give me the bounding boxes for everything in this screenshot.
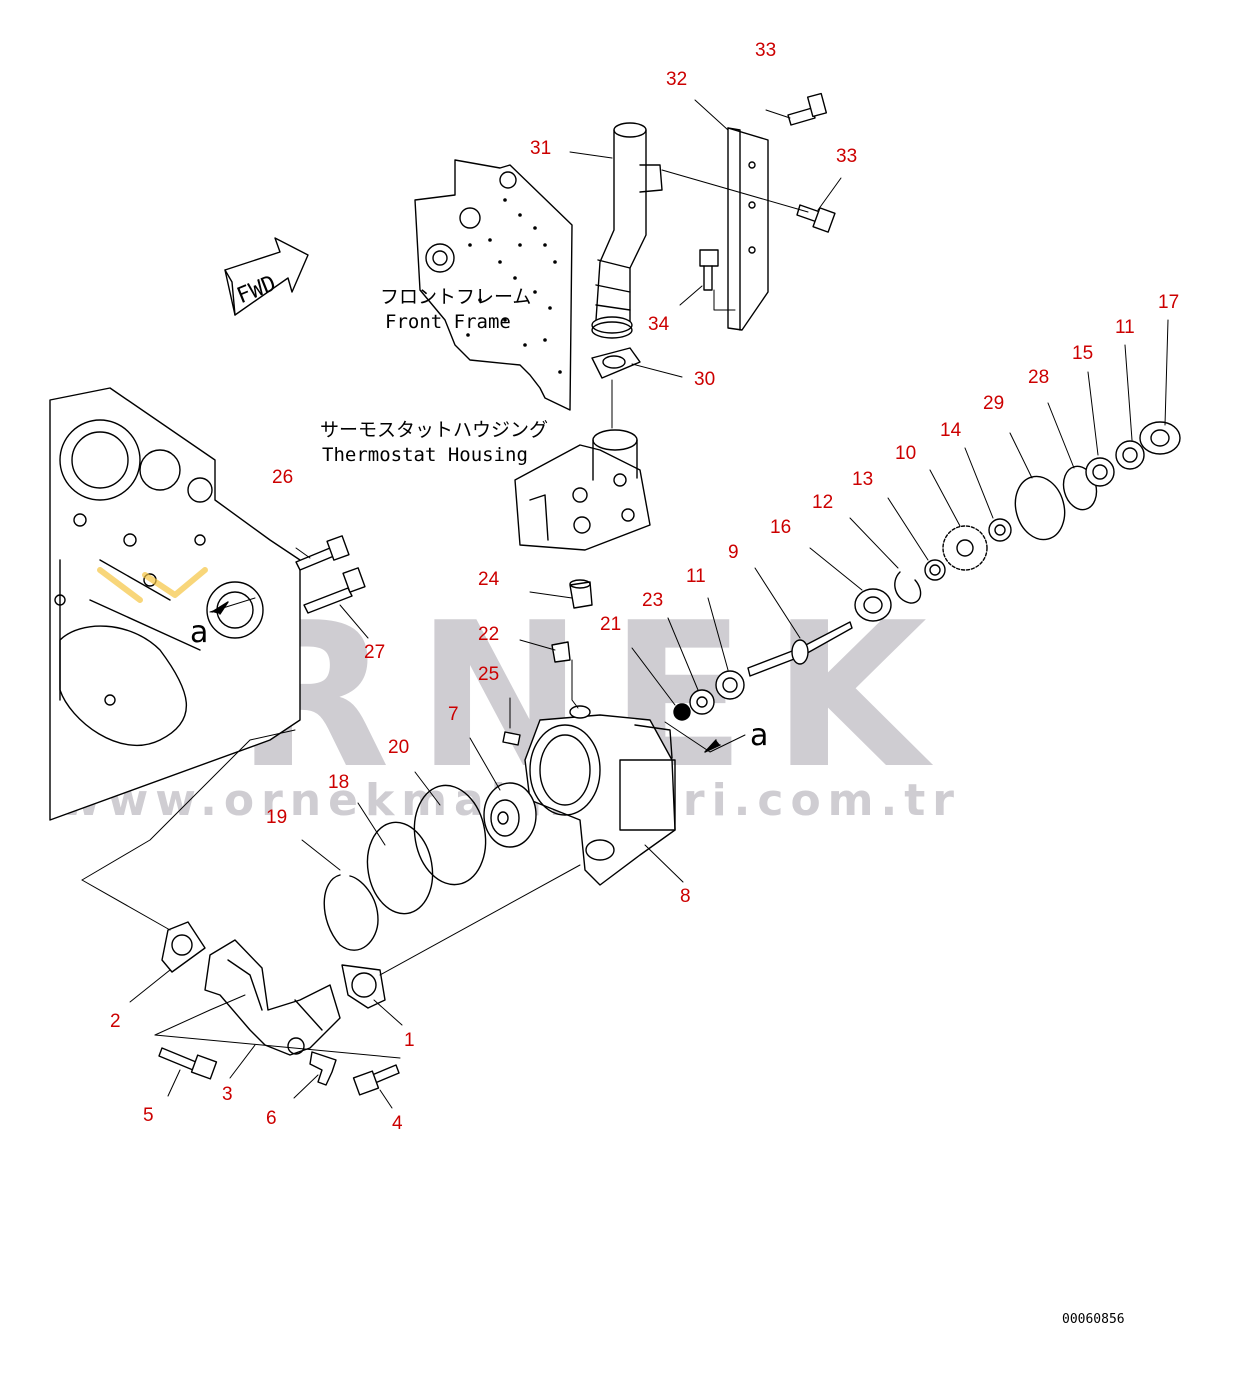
gasket-30 [591, 347, 641, 379]
thermostat-label-jp: サーモスタットハウジング [320, 419, 548, 441]
leader-lines [81, 99, 1169, 1109]
callout-23: 23 [642, 590, 663, 611]
spacer-13 [924, 559, 946, 581]
thermostat-label-en: Thermostat Housing [322, 444, 528, 466]
callout-24: 24 [478, 569, 500, 590]
collar-14 [988, 518, 1012, 542]
seal-11-upper [1115, 440, 1145, 470]
callout-numbers: 33 32 33 31 34 30 17 11 15 28 29 14 10 1… [110, 40, 1179, 1134]
snap-ring-12 [894, 571, 922, 604]
callout-14: 14 [940, 420, 962, 441]
front-frame-plate [414, 159, 573, 411]
callout-29: 29 [983, 393, 1004, 414]
callout-25: 25 [478, 664, 499, 685]
bolts-26-27 [295, 535, 366, 614]
seal-21 [673, 703, 691, 721]
front-frame-label-en: Front Frame [385, 311, 511, 333]
plug-24 [569, 579, 593, 609]
impeller-7 [483, 782, 537, 848]
view-marker-a: a [750, 718, 768, 753]
callout-2: 2 [110, 1011, 121, 1032]
gasket-2 [161, 921, 206, 973]
callout-30: 30 [694, 369, 715, 390]
captions: FWD フロントフレーム Front Frame サーモスタットハウジング Th… [190, 271, 1125, 1327]
callout-18: 18 [328, 772, 349, 793]
cap-17 [1139, 421, 1181, 455]
callout-4: 4 [392, 1113, 403, 1134]
callout-26: 26 [272, 467, 293, 488]
bolt-4 [352, 1064, 400, 1096]
callout-31: 31 [530, 138, 551, 159]
front-frame-label-jp: フロントフレーム [380, 286, 531, 308]
callout-32: 32 [666, 69, 687, 90]
seal-11-lower [715, 670, 745, 700]
callout-10: 10 [895, 443, 916, 464]
bearing-16 [854, 588, 892, 622]
callout-13: 13 [852, 469, 873, 490]
view-marker-a-2: a [190, 615, 208, 650]
callout-21: 21 [600, 614, 621, 635]
o-rings [323, 784, 487, 951]
bolt-5 [158, 1047, 218, 1080]
fitting-22 [551, 641, 571, 663]
callout-28: 28 [1028, 367, 1049, 388]
gear-10 [942, 525, 988, 571]
view-arrow-a-2 [211, 601, 229, 615]
bearing-15 [1085, 457, 1115, 487]
elbow-pipe-3 [204, 939, 341, 1056]
bolts-33-34 [699, 92, 836, 291]
callout-7: 7 [448, 704, 459, 725]
engine-block [49, 387, 301, 821]
plug-25 [502, 731, 521, 746]
elbow-fitting-6 [309, 1051, 337, 1086]
fwd-arrow [224, 237, 309, 316]
callout-34: 34 [648, 314, 670, 335]
seal-23 [689, 689, 715, 715]
callout-3: 3 [222, 1084, 233, 1105]
gasket-1 [341, 964, 386, 1009]
water-pipe-31 [591, 122, 663, 339]
callout-5: 5 [143, 1105, 154, 1126]
callout-17: 17 [1158, 292, 1179, 313]
callout-6: 6 [266, 1108, 277, 1129]
callout-16: 16 [770, 517, 791, 538]
callout-22: 22 [478, 624, 499, 645]
callout-33-top: 33 [755, 40, 776, 61]
callout-27: 27 [364, 642, 385, 663]
view-arrow-a [704, 739, 721, 753]
callout-20: 20 [388, 737, 409, 758]
callout-9: 9 [728, 542, 739, 563]
callout-19: 19 [266, 807, 287, 828]
shaft-9 [747, 621, 853, 677]
callout-11-lower: 11 [686, 566, 706, 587]
callout-15: 15 [1072, 343, 1093, 364]
callout-12: 12 [812, 492, 833, 513]
drawing-number: 00060856 [1062, 1312, 1125, 1327]
callout-11-upper: 11 [1115, 317, 1135, 338]
callout-1: 1 [404, 1030, 415, 1051]
callout-8: 8 [680, 886, 691, 907]
callout-33-mid: 33 [836, 146, 857, 167]
bracket-32 [727, 127, 769, 331]
thermostat-housing [514, 429, 651, 551]
pump-body-8 [524, 705, 676, 886]
